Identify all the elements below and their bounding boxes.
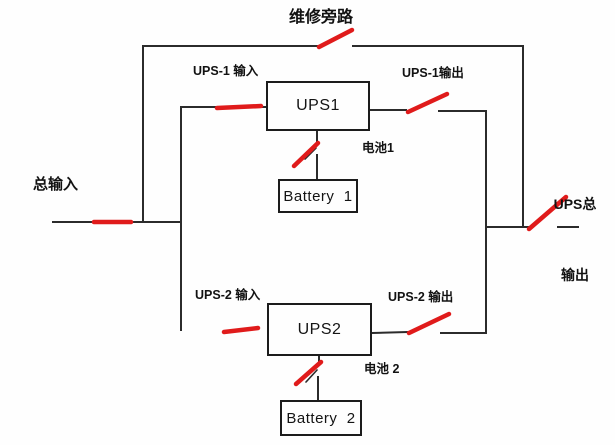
ups2-box: UPS2	[267, 303, 372, 356]
total-output-label-line1: UPS总	[553, 195, 597, 212]
ups1-output-label: UPS-1输出	[402, 66, 464, 80]
switch-tick-group	[304, 147, 318, 383]
wire-ups2-output-stub	[371, 331, 409, 334]
total-output-switch	[526, 194, 569, 232]
total-output-label-line2: 输出	[561, 266, 589, 283]
battery1-box-label: Battery 1	[283, 187, 353, 205]
battery2-cn-label: 电池 2	[364, 362, 400, 376]
ups1-box: UPS1	[266, 81, 370, 131]
ups1-output-switch	[405, 91, 450, 115]
battery2-switch-tick	[305, 369, 318, 383]
battery2-box-label: Battery 2	[286, 409, 356, 427]
main-input-label: 总输入	[33, 176, 79, 193]
ups1-box-label: UPS1	[296, 97, 340, 114]
battery1-switch-tick	[304, 147, 317, 160]
ups2-output-switch	[406, 311, 452, 336]
battery2-switch	[293, 359, 324, 387]
ups2-input-label: UPS-2 输入	[195, 288, 261, 302]
total-output-label: UPS总 输出	[548, 145, 602, 335]
battery1-switch	[291, 140, 321, 169]
ups2-output-label: UPS-2 输出	[388, 290, 454, 304]
ups1-input-switch	[214, 103, 264, 111]
battery1-box: Battery 1	[278, 179, 358, 213]
maintenance-bypass-switch	[316, 27, 355, 50]
switch-group	[91, 27, 569, 387]
ups1-input-label: UPS-1 输入	[193, 64, 259, 78]
battery1-cn-label: 电池1	[362, 141, 394, 155]
ups2-input-switch	[221, 325, 261, 335]
battery2-box: Battery 2	[280, 400, 362, 436]
bypass-label: 维修旁路	[289, 9, 354, 26]
ups2-box-label: UPS2	[297, 320, 342, 338]
